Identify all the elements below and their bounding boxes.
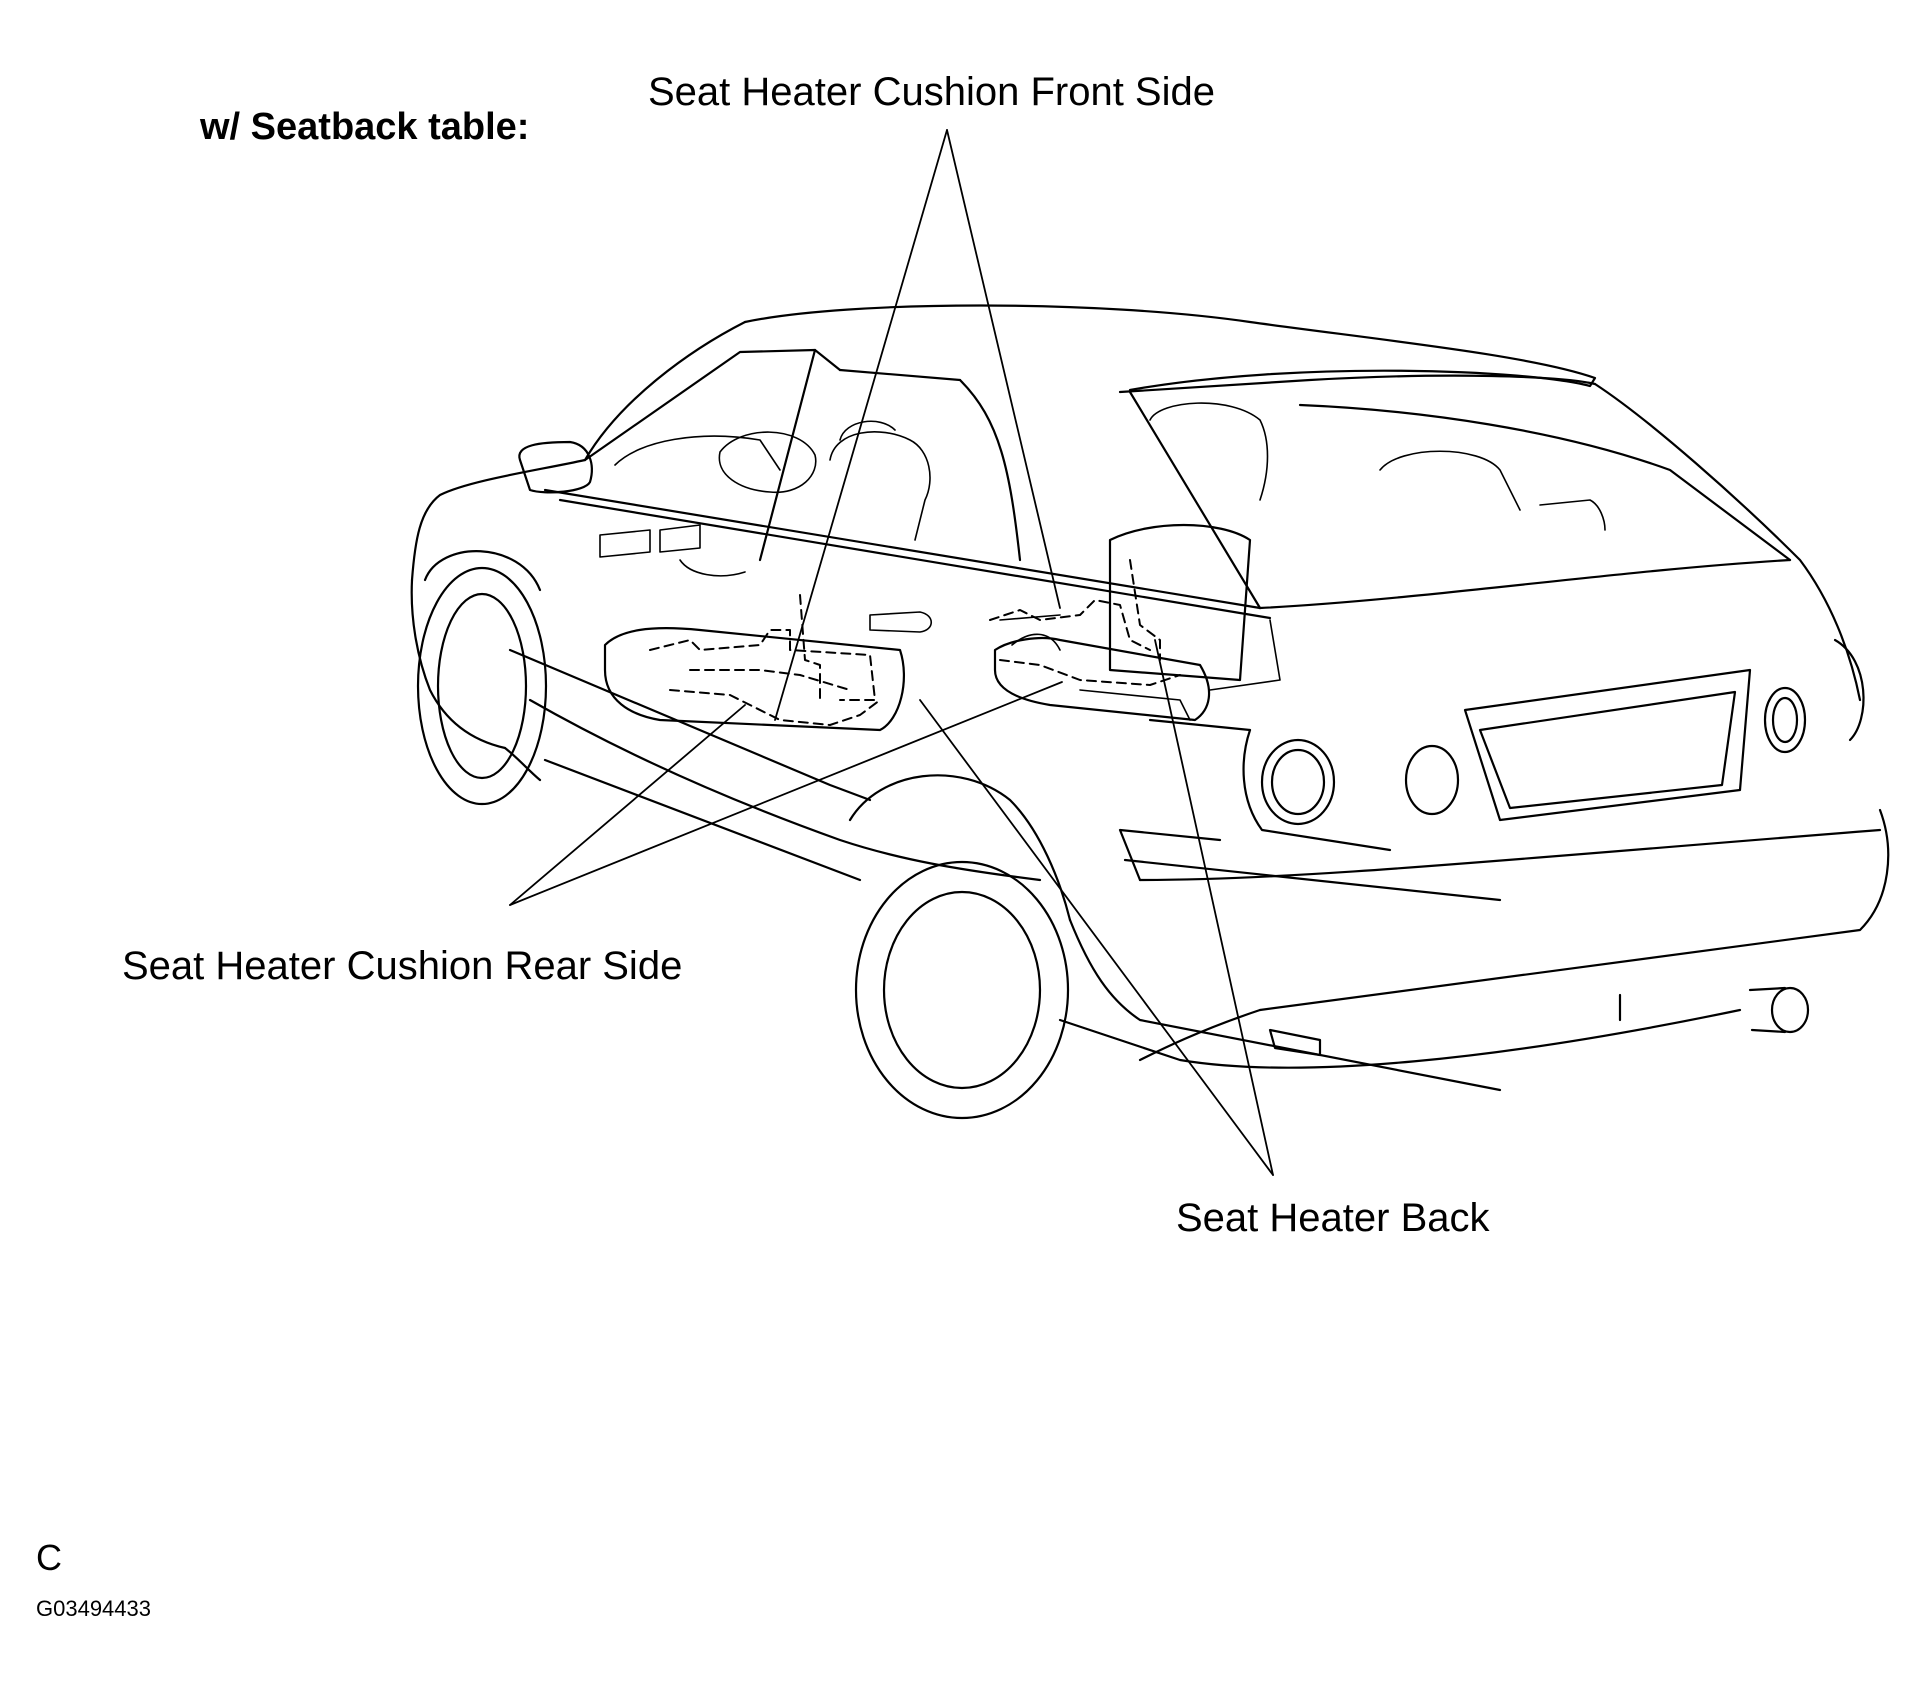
leader-lines — [509, 129, 1274, 1176]
rear-body-crease — [1123, 858, 1502, 902]
front-fender — [410, 578, 507, 750]
dashboard — [614, 435, 781, 471]
rear-cushion-rear-heater — [999, 659, 1181, 686]
rear-spoiler — [1118, 374, 1597, 394]
rear-window-lower — [1258, 558, 1792, 610]
belt-line — [543, 488, 1262, 610]
c-pillar — [958, 378, 1022, 562]
label-seat-heater-cushion-front-side: Seat Heater Cushion Front Side — [648, 70, 1215, 114]
center-tail-light — [1404, 744, 1460, 816]
leader-back-2 — [1154, 639, 1274, 1176]
front-wheel-arch — [423, 550, 542, 592]
door-handle — [869, 611, 933, 633]
dash-vent — [599, 529, 651, 558]
rocker-line — [528, 698, 1042, 882]
leader-rear-2 — [509, 681, 1063, 906]
license-plate-inner — [1478, 690, 1737, 810]
front-hood — [410, 458, 587, 582]
b-pillar — [758, 348, 817, 562]
a-pillar — [583, 320, 747, 462]
rear-seat-back — [1149, 402, 1269, 501]
rear-seat-back-panel — [1108, 523, 1252, 682]
steering-wheel — [718, 431, 817, 493]
rear-bumper-lower — [1138, 1008, 1262, 1062]
rear-bumper — [1258, 808, 1890, 1012]
front-cushion-heater-inner — [689, 669, 851, 691]
car-body — [410, 304, 1890, 1120]
leader-front-2 — [946, 129, 1061, 609]
front-bumper — [503, 746, 542, 782]
rear-wheel-arch — [848, 774, 1072, 922]
heading: w/ Seatback table: — [200, 106, 530, 148]
rear-side-line — [1148, 718, 1252, 732]
front-seat-back — [829, 431, 931, 541]
exhaust-pipe — [1770, 986, 1810, 1034]
rear-wheel-inner — [882, 890, 1042, 1090]
roof-line — [743, 304, 1597, 392]
dash-vent-2 — [659, 524, 701, 553]
left-tail-light — [1260, 738, 1336, 826]
console — [679, 559, 746, 577]
front-wheel — [416, 566, 548, 806]
front-seat-back-heater — [799, 594, 821, 701]
lower-side-line — [508, 648, 872, 802]
right-tail-light — [1763, 686, 1807, 754]
left-tail-light-inner — [1270, 748, 1326, 816]
front-cushion-rear-heater — [669, 689, 881, 726]
bumper-lower-line — [1058, 1008, 1742, 1069]
bumper-reflector — [1268, 1028, 1322, 1057]
rear-seat-headrest-2 — [1539, 499, 1606, 531]
label-seat-heater-cushion-rear-side: Seat Heater Cushion Rear Side — [122, 944, 683, 988]
front-door-frame — [583, 348, 842, 462]
side-mirror — [518, 440, 593, 494]
rear-seat-cushion — [993, 636, 1211, 722]
side-crease — [1118, 828, 1222, 882]
rear-shelf — [1079, 689, 1191, 721]
rear-bumper-top — [1138, 828, 1882, 882]
seat-belt-stand — [1011, 633, 1061, 651]
leader-front-1 — [774, 129, 948, 721]
front-seat-cushion — [603, 627, 905, 732]
front-seat-headrest — [839, 420, 896, 441]
door-handle-2 — [999, 614, 1061, 621]
leader-rear-1 — [509, 704, 746, 906]
car-interior — [599, 402, 1606, 732]
far-tail-light — [1833, 638, 1865, 742]
figure-code: G03494433 — [36, 1596, 151, 1621]
section-letter: C — [36, 1537, 62, 1578]
tail-light-cluster — [1242, 728, 1392, 852]
rear-quarter — [1068, 918, 1502, 1092]
rear-seat-back-heater — [1129, 559, 1161, 661]
rear-cushion-front-heater — [989, 599, 1151, 651]
rear-seat-headrest — [1379, 450, 1521, 511]
leader-back-1 — [919, 699, 1274, 1176]
belt-line-2 — [558, 498, 1272, 620]
seat-heater-elements — [649, 559, 1181, 726]
label-seat-heater-back: Seat Heater Back — [1176, 1196, 1490, 1240]
rear-wheel — [854, 860, 1070, 1120]
rear-door-frame — [838, 368, 962, 382]
rear-hatch — [1593, 382, 1862, 702]
exhaust-body — [1748, 986, 1787, 1034]
rear-trim — [1209, 619, 1281, 691]
rear-glass — [1128, 390, 1792, 610]
front-cushion-front-heater — [649, 629, 876, 701]
front-wheel-inner — [436, 592, 528, 780]
side-sill — [543, 758, 862, 882]
license-plate-recess — [1463, 668, 1752, 822]
right-tail-light-inner — [1771, 696, 1799, 744]
